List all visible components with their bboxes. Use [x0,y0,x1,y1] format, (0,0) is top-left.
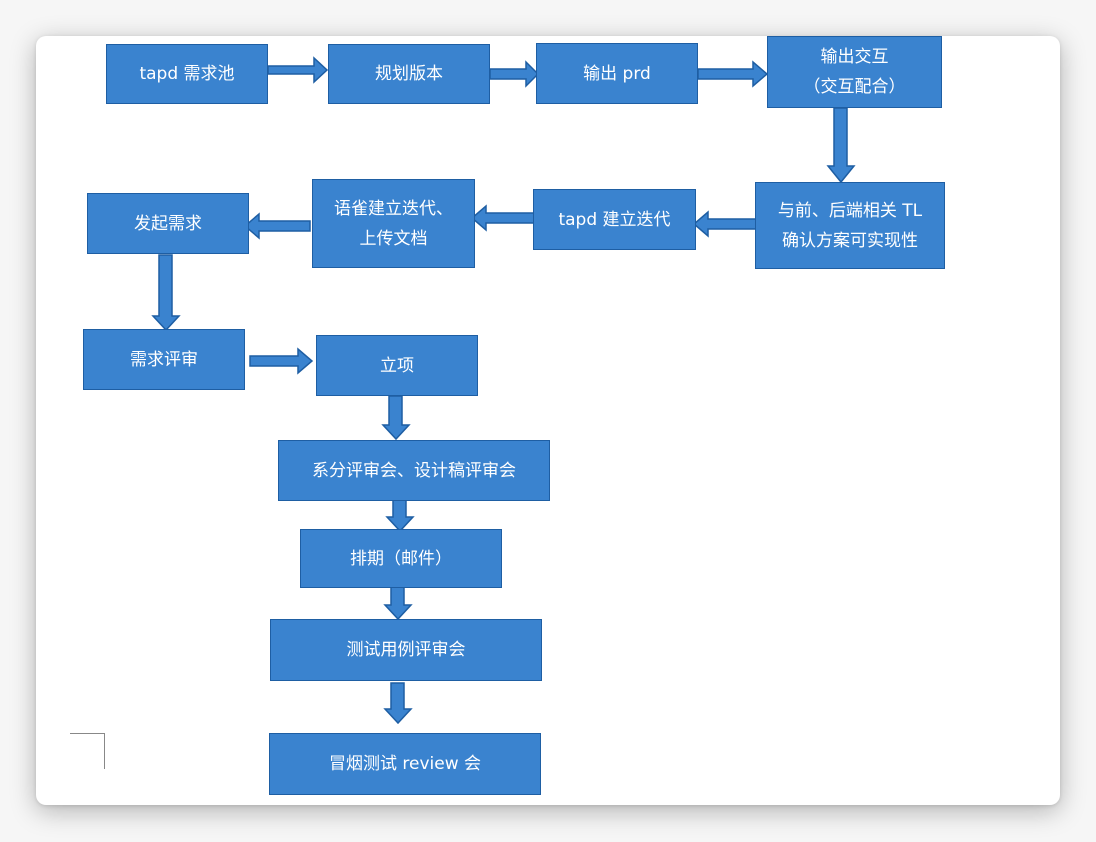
arrow-tapd-to-yuque [470,204,535,232]
crop-mark [70,733,105,769]
arrow-plan-to-prd [489,60,540,88]
arrow-tl-to-tapd [692,210,757,238]
node-output-prd: 输出 prd [536,43,698,104]
node-tapd-create-iteration: tapd 建立迭代 [533,189,696,250]
node-requirement-review: 需求评审 [83,329,245,390]
node-plan-version: 规划版本 [328,44,490,104]
arrow-yuque-to-initiate [243,212,311,240]
arrow-prd-to-interaction [697,60,769,88]
node-confirm-with-tl: 与前、后端相关 TL 确认方案可实现性 [755,182,945,269]
node-schedule-email: 排期（邮件） [300,529,502,588]
diagram-canvas: .ar{fill:#3a83cf;stroke:#1e5ea3;stroke-w… [36,36,1060,805]
arrow-review-to-project [249,347,314,375]
node-yuque-iteration-upload: 语雀建立迭代、 上传文档 [312,179,475,268]
node-testcase-review: 测试用例评审会 [270,619,542,681]
arrow-interaction-to-tl [826,107,856,184]
arrow-project-to-design [381,395,411,441]
node-initiate-requirement: 发起需求 [87,193,249,254]
arrow-pool-to-plan [267,56,329,84]
arrow-testcase-to-smoke [383,682,413,725]
node-tapd-requirement-pool: tapd 需求池 [106,44,268,104]
node-output-interaction: 输出交互 （交互配合） [767,36,942,108]
arrow-initiate-to-review [151,254,181,332]
arrow-schedule-to-testcase [383,586,413,621]
arrow-design-to-schedule [385,499,415,533]
flow-arrows: .ar{fill:#3a83cf;stroke:#1e5ea3;stroke-w… [151,56,856,725]
node-project-setup: 立项 [316,335,478,396]
node-smoke-test-review: 冒烟测试 review 会 [269,733,541,795]
node-design-review-meetings: 系分评审会、设计稿评审会 [278,440,550,501]
